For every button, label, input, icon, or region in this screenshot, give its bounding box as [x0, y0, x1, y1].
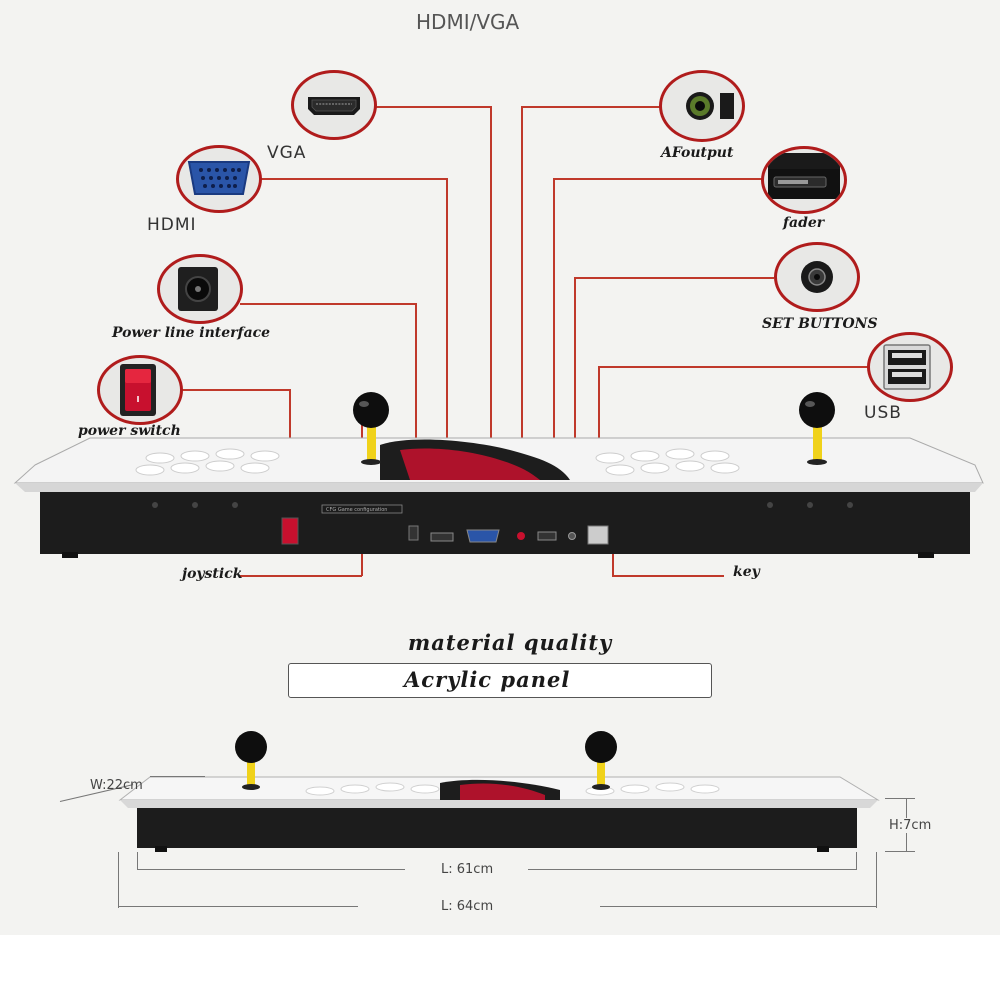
- afoutput-label: AFoutput: [661, 145, 734, 161]
- height-dimension: H:7cm: [888, 818, 933, 833]
- fader-callout: [761, 146, 847, 214]
- connector-line: [521, 106, 661, 108]
- width-dimension: W:22cm: [90, 778, 143, 793]
- power-switch-icon: [120, 364, 156, 416]
- connector-line: [574, 277, 576, 530]
- connector-line: [375, 106, 491, 108]
- set-buttons-callout: [774, 242, 860, 312]
- width-dim-line: [150, 776, 205, 777]
- connector-line: [260, 178, 447, 180]
- connector-line: [240, 575, 362, 577]
- back-panel-label: CFG Game configuration: [326, 507, 387, 513]
- product-image-area: HDMI/VGA VGA: [0, 0, 1000, 935]
- connector-line: [415, 303, 417, 531]
- usb-port-icon: [883, 344, 931, 390]
- height-dim-line: [885, 798, 915, 799]
- length-dim-line: [528, 869, 856, 870]
- connector-line: [446, 178, 448, 523]
- console-back-view: CFG Game configuration: [13, 392, 984, 558]
- length-dim-line: [856, 852, 857, 870]
- usb-label: USB: [864, 403, 902, 423]
- vga-port-icon: [187, 161, 251, 195]
- fader-port-icon: [768, 153, 840, 199]
- top-title: HDMI/VGA: [416, 10, 520, 34]
- set-button-icon: [801, 261, 833, 293]
- console-dimension-view: [118, 731, 880, 852]
- usb-callout: [867, 332, 953, 402]
- connector-line: [180, 389, 290, 391]
- connector-line: [598, 366, 870, 368]
- length-dim-line: [137, 852, 138, 870]
- connector-line: [521, 106, 523, 526]
- length-dim-line: [876, 852, 877, 908]
- length-dim-line: [600, 906, 876, 907]
- dc-jack-icon: [178, 267, 218, 311]
- length-dim-line: [118, 852, 119, 908]
- audio-output-callout: [659, 70, 745, 142]
- inner-length-dimension: L: 61cm: [441, 862, 494, 877]
- material-heading: material quality: [408, 630, 613, 655]
- power-line-label: Power line interface: [112, 325, 271, 341]
- connector-line: [553, 178, 763, 180]
- connector-line: [574, 277, 774, 279]
- acrylic-panel-box: Acrylic panel: [288, 663, 712, 698]
- connector-line: [553, 178, 555, 530]
- vga-label: VGA: [267, 143, 307, 163]
- hdmi-port-callout: [291, 70, 377, 140]
- connector-line: [612, 575, 724, 577]
- joystick-label: joystick: [182, 566, 243, 582]
- power-switch-callout: [97, 355, 183, 425]
- length-dim-line: [137, 869, 405, 870]
- acrylic-panel-label: Acrylic panel: [404, 667, 571, 692]
- outer-length-dimension: L: 64cm: [441, 899, 494, 914]
- hdmi-port-icon: [308, 97, 360, 115]
- fader-label: fader: [783, 215, 825, 231]
- power-switch-label: power switch: [78, 423, 181, 439]
- key-label: key: [733, 564, 760, 580]
- height-dim-line: [885, 851, 915, 852]
- audio-jack-icon: [686, 92, 734, 120]
- set-buttons-label: SET BUTTONS: [762, 316, 878, 332]
- length-dim-line: [118, 906, 358, 907]
- hdmi-label: HDMI: [147, 215, 197, 235]
- power-line-callout: [157, 254, 243, 324]
- connector-line: [490, 106, 492, 526]
- connector-line: [240, 303, 416, 305]
- vga-port-callout: [176, 145, 262, 213]
